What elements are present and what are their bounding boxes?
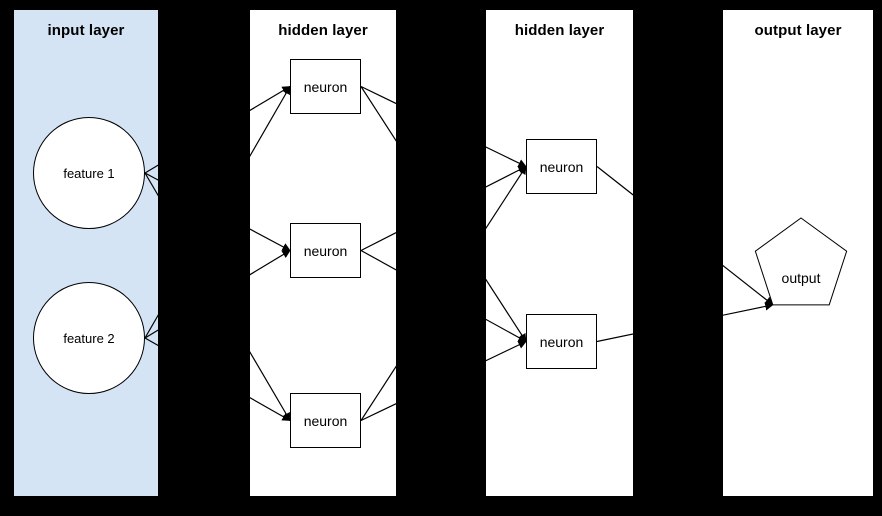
node-h2-n2[interactable]: neuron	[526, 314, 597, 369]
node-h1-n1[interactable]: neuron	[290, 59, 361, 114]
layer-title-hidden-1: hidden layer	[278, 22, 368, 39]
pentagon-shape	[754, 217, 848, 306]
node-feature-1[interactable]: feature 1	[33, 117, 145, 229]
node-h2-n1[interactable]: neuron	[526, 139, 597, 194]
node-label-out-1: output	[781, 270, 821, 286]
node-h1-n3[interactable]: neuron	[290, 393, 361, 448]
layer-panel-hidden-2: hidden layer	[486, 10, 633, 496]
layer-title-input: input layer	[47, 22, 125, 39]
layer-panel-input: input layer	[14, 10, 158, 496]
layer-title-hidden-2: hidden layer	[514, 22, 605, 39]
node-h1-n2[interactable]: neuron	[290, 223, 361, 278]
layer-title-output: output layer	[754, 22, 842, 39]
node-feature-2[interactable]: feature 2	[33, 282, 145, 394]
node-out-1[interactable]: output	[749, 214, 853, 318]
